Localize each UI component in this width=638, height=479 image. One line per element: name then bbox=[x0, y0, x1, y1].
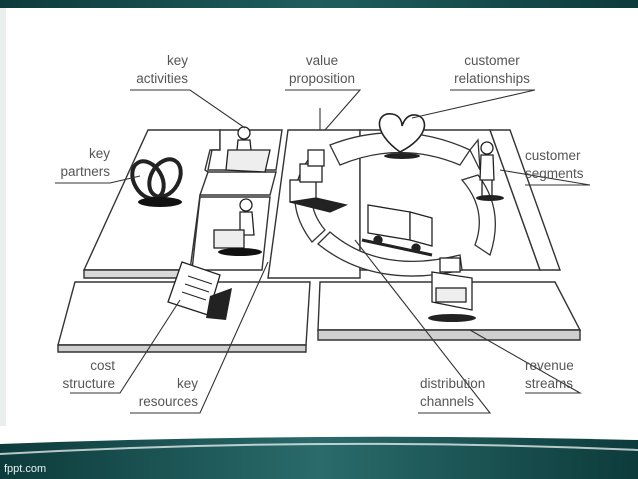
footer-wave bbox=[0, 436, 638, 479]
label-customer-segments-line2: segments bbox=[525, 166, 584, 181]
label-customer-segments-line1: customer bbox=[525, 148, 581, 163]
header-bar bbox=[0, 0, 638, 8]
label-value-proposition-line2: proposition bbox=[289, 71, 355, 86]
label-distribution-channels-line2: channels bbox=[420, 394, 474, 409]
rings-icon bbox=[130, 157, 183, 207]
label-key-partners-line1: key bbox=[89, 146, 110, 161]
label-distribution-channels-line1: distribution bbox=[420, 376, 485, 391]
label-revenue-streams-line2: streams bbox=[525, 376, 573, 391]
label-cost-structure-line1: cost bbox=[90, 358, 115, 373]
label-revenue-streams-line1: revenue bbox=[525, 358, 574, 373]
label-customer-relationships-line1: customer bbox=[464, 53, 520, 68]
worker-icon bbox=[213, 126, 271, 256]
label-cost-structure-line2: structure bbox=[62, 376, 115, 391]
label-key-activities-line1: key bbox=[167, 53, 188, 68]
leader-lines bbox=[55, 89, 591, 414]
label-customer-relationships-line2: relationships bbox=[454, 71, 530, 86]
label-key-activities-line2: activities bbox=[136, 71, 188, 86]
gift-boxes-icon bbox=[289, 149, 349, 213]
person-icon bbox=[476, 141, 504, 201]
left-edge bbox=[0, 8, 6, 426]
label-key-resources-line2: resources bbox=[139, 394, 199, 409]
cash-register-icon bbox=[428, 257, 476, 322]
document-icon bbox=[167, 261, 232, 320]
truck-icon bbox=[361, 204, 433, 257]
business-model-canvas-diagram: key activities value proposition custome… bbox=[55, 53, 591, 414]
label-key-resources-line1: key bbox=[177, 376, 198, 391]
heart-icon bbox=[378, 113, 426, 159]
footer: fppt.com bbox=[0, 426, 638, 479]
label-key-partners-line2: partners bbox=[60, 164, 110, 179]
label-value-proposition-line1: value bbox=[306, 53, 338, 68]
footer-text[interactable]: fppt.com bbox=[4, 463, 47, 475]
